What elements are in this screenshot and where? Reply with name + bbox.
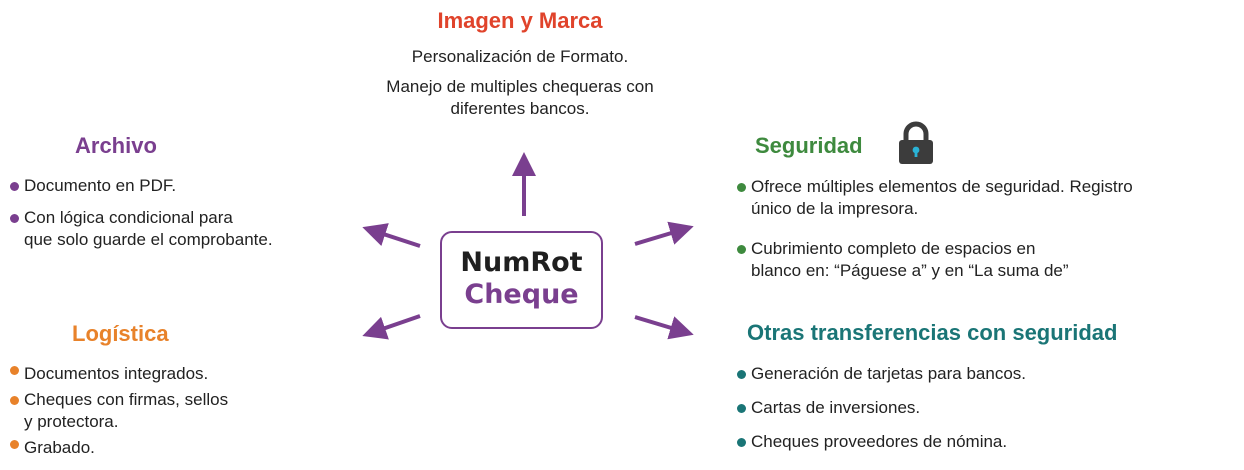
bullet-icon [737,245,746,254]
list-item: Cubrimiento completo de espacios en [737,238,1242,260]
arrow-down-left [362,314,421,340]
imagen-text: Personalización de Formato. Manejo de mu… [330,46,710,120]
list-item: Documento en PDF. [10,175,370,197]
seguridad-title-text: Seguridad [755,133,863,158]
list-item: Cheques con firmas, sellos [10,389,350,411]
list-item: Generación de tarjetas para bancos. [737,363,1237,385]
list-item-continuation: blanco en: “Páguese a” y en “La suma de” [751,261,1069,280]
imagen-line-3: diferentes bancos. [450,99,590,118]
center-box: NumRot Cheque [440,231,603,329]
imagen-title: Imagen y Marca [437,8,603,33]
center-title-line2: Cheque [464,279,579,310]
arrow-up-left [362,223,421,248]
archivo-list: Documento en PDF. Con lógica condicional… [10,175,370,251]
bullet-icon [737,370,746,379]
imagen-line-2: Manejo de multiples chequeras con [386,77,654,96]
list-item: Grabado. [10,437,350,459]
list-item: Documentos integrados. [10,363,350,385]
imagen-line-1: Personalización de Formato. [411,47,629,66]
bullet-icon [737,438,746,447]
padlock-icon [899,121,933,164]
otras-title: Otras transferencias con seguridad [747,320,1118,345]
bullet-icon [10,182,19,191]
list-item-continuation: que solo guarde el comprobante. [24,230,273,249]
logistica-title: Logística [72,321,169,346]
list-item-continuation: único de la impresora. [751,199,919,218]
bullet-icon [737,183,746,192]
bullet-icon [10,396,19,405]
list-item: Ofrece múltiples elementos de seguridad.… [737,176,1242,198]
otras-list: Generación de tarjetas para bancos. Cart… [737,363,1237,453]
list-item: Cartas de inversiones. [737,397,1237,419]
bullet-icon [737,404,746,413]
seguridad-list: Ofrece múltiples elementos de seguridad.… [737,176,1242,282]
list-item-continuation: y protectora. [24,412,119,431]
list-item: Con lógica condicional para [10,207,370,229]
bullet-icon [10,366,19,375]
seguridad-title: Seguridad [755,133,863,159]
bullet-icon [10,214,19,223]
arrow-up-right [634,221,694,246]
bullet-icon [10,440,19,449]
archivo-title: Archivo [75,133,157,158]
logistica-list: Documentos integrados. Cheques con firma… [10,363,350,459]
list-item: Cheques proveedores de nómina. [737,431,1237,453]
arrow-down-right [634,315,694,340]
center-title-line1: NumRot [460,247,583,278]
